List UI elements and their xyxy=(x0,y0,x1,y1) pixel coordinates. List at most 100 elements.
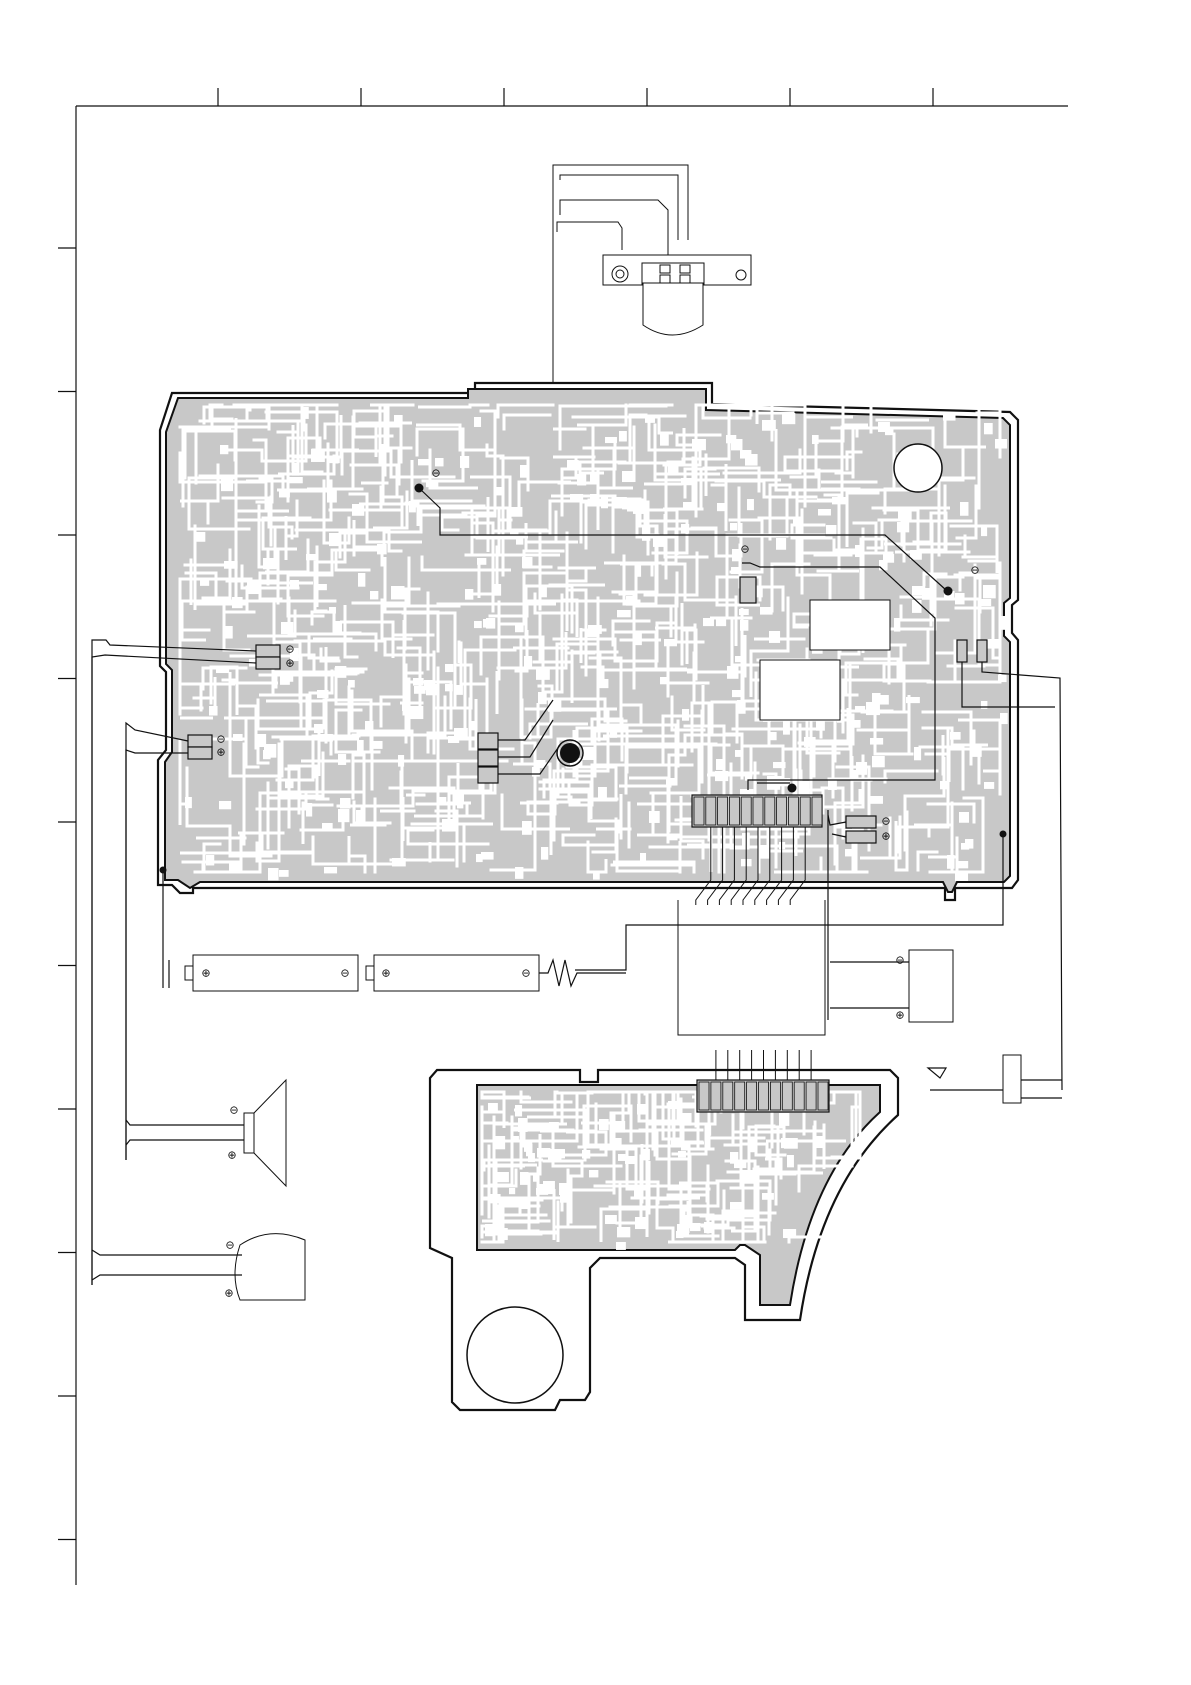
pcb-pad xyxy=(535,760,545,768)
pcb-pad xyxy=(445,684,453,691)
pcb-pad xyxy=(582,1150,590,1159)
pcb-pad xyxy=(716,759,723,770)
pcb-pad xyxy=(509,1188,515,1194)
pcb-pad xyxy=(740,620,748,631)
polarity-minus: ⊖ xyxy=(881,815,890,828)
pcb-pad xyxy=(704,1222,713,1233)
pcb-pad xyxy=(616,1242,626,1250)
left-tick-marks xyxy=(58,248,76,1540)
pcb-pad xyxy=(488,1103,498,1113)
pcb-pad xyxy=(511,1136,519,1142)
pcb-pad xyxy=(984,423,993,434)
pcb-pad xyxy=(642,1149,650,1160)
pcb-pad xyxy=(959,812,969,823)
pcb-pad xyxy=(319,734,333,742)
pcb-pad xyxy=(910,550,922,560)
pcb-pad xyxy=(520,465,528,478)
pcb-pad xyxy=(301,407,309,419)
pcb-pad xyxy=(617,610,631,617)
pcb-pad xyxy=(747,499,754,510)
pcb-pad xyxy=(635,565,641,577)
pcb-pad xyxy=(649,811,660,823)
pcb-pad xyxy=(812,435,819,444)
pcb-pad xyxy=(220,445,228,454)
pcb-pad xyxy=(194,532,205,542)
ribbon-pad xyxy=(806,1082,816,1110)
pcb-pad xyxy=(435,458,444,466)
pcb-pad xyxy=(912,586,925,595)
pcb-pad xyxy=(588,625,602,634)
pcb-pad xyxy=(398,755,404,767)
pcb-pad xyxy=(828,779,837,790)
pcb-pad xyxy=(879,560,888,570)
pcb-pad xyxy=(589,1170,598,1177)
pcb-pad xyxy=(485,1224,495,1236)
pcb-pad xyxy=(465,589,473,600)
pcb-pad xyxy=(668,464,678,476)
pcb-pad xyxy=(681,478,695,485)
pcb-pad xyxy=(642,527,650,541)
pcb-pad xyxy=(732,690,744,697)
pcb-pad xyxy=(681,524,689,533)
pcb-pad xyxy=(856,762,867,775)
pcb-pad xyxy=(290,580,299,587)
pcb-pad xyxy=(515,624,524,632)
pcb-pad xyxy=(233,734,243,741)
pcb-pad xyxy=(947,855,955,869)
pcb-pad xyxy=(311,449,325,462)
pcb-pad xyxy=(730,1152,738,1164)
ribbon-pad xyxy=(718,797,728,825)
pcb-pad xyxy=(477,558,486,565)
pcb-pad xyxy=(306,554,317,560)
pcb-pad xyxy=(209,706,218,716)
pcb-pad xyxy=(590,473,598,484)
pcb-pad xyxy=(358,573,365,587)
pcb-pad xyxy=(492,584,501,596)
battery-cell-1 xyxy=(185,955,358,991)
pcb-pad xyxy=(682,709,689,721)
pcb-pad xyxy=(515,1105,522,1116)
pcb-pad xyxy=(470,721,478,730)
pcb-pad xyxy=(668,1101,681,1109)
polarity-minus: ⊖ xyxy=(340,967,349,980)
pcb-pad xyxy=(522,557,532,568)
pcb-pad xyxy=(735,750,743,757)
pcb-pad xyxy=(413,678,424,686)
pcb-pad xyxy=(537,1148,550,1158)
pcb-pad xyxy=(493,1136,505,1149)
pcb-pad xyxy=(377,544,387,554)
pcb-pad xyxy=(543,1181,555,1194)
pcb-pad xyxy=(454,728,468,739)
pcb-pad xyxy=(280,675,290,685)
pcb-pad xyxy=(950,732,961,740)
pcb-pad xyxy=(983,585,996,598)
pcb-pad xyxy=(357,740,364,751)
pcb-pad xyxy=(866,702,880,715)
ribbon-pad xyxy=(818,1082,828,1110)
pcb-pad xyxy=(735,656,741,662)
pcb-pad xyxy=(758,845,769,859)
pcb-pad xyxy=(749,1139,756,1152)
ribbon-pad xyxy=(765,797,775,825)
ribbon-connector-top xyxy=(694,797,822,825)
pcb-pad xyxy=(625,1156,635,1164)
pcb-pad xyxy=(418,459,430,465)
ribbon-pad xyxy=(741,797,751,825)
pcb-pad xyxy=(348,680,355,688)
pcb-pad xyxy=(984,782,994,789)
pcb-pad xyxy=(906,697,920,703)
polarity-minus: ⊖ xyxy=(216,733,225,746)
battery-cell-2 xyxy=(366,955,626,991)
pcb-pad xyxy=(279,490,290,497)
pcb-pad xyxy=(635,1217,648,1229)
pcb-pad xyxy=(741,1170,755,1184)
pcb-pad xyxy=(570,494,583,501)
pcb-pad xyxy=(955,593,965,604)
pcb-pad xyxy=(826,525,836,536)
pcb-pad xyxy=(972,744,982,757)
pcb-pad xyxy=(549,1122,559,1129)
pcb-pad xyxy=(322,823,333,830)
pcb-pad xyxy=(730,1202,743,1209)
polarity-minus: ⊖ xyxy=(229,1104,238,1117)
pcb-pad xyxy=(769,631,780,643)
